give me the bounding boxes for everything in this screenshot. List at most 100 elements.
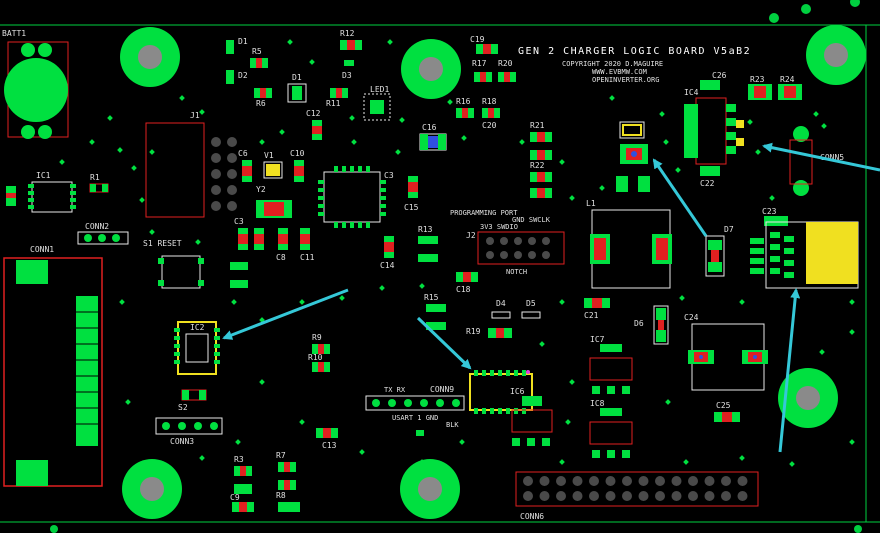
via: [131, 165, 137, 171]
c20-label: C20: [482, 121, 497, 130]
ic1: IC1: [28, 171, 76, 213]
prog-port-label: PROGRAMMING PORT: [450, 209, 518, 217]
via: [395, 149, 401, 155]
via: [299, 419, 305, 425]
via: [89, 139, 95, 145]
via: [349, 115, 355, 121]
fiducials: [50, 0, 862, 533]
via: [683, 459, 689, 465]
r24-label: R24: [780, 75, 795, 84]
header-pin: [605, 476, 616, 486]
r5-label: R5: [252, 47, 262, 56]
ic7-label: IC7: [590, 335, 605, 344]
conn6-label: CONN6: [520, 512, 544, 521]
via: [665, 399, 671, 405]
conn1-label: CONN1: [30, 245, 54, 254]
c18-label: C18: [456, 285, 471, 294]
via: [351, 139, 357, 145]
r22-label: R22: [530, 161, 545, 170]
r11-label: R11: [326, 99, 341, 108]
via: [387, 39, 393, 45]
header-pin: [737, 476, 748, 486]
header-pin: [556, 476, 566, 486]
c21-label: C21: [584, 311, 599, 320]
board-outline: [0, 24, 880, 523]
d7-label: D7: [724, 225, 734, 234]
via: [59, 159, 65, 165]
via: [259, 379, 265, 385]
v1-label: V1: [264, 151, 274, 160]
header-pin: [523, 476, 533, 486]
annotation-arrows: [222, 142, 880, 453]
r16-label: R16: [456, 97, 471, 106]
header-pin: [605, 491, 616, 501]
uart-conn9: TX RX CONN9 USART 1 GND BLK: [365, 385, 465, 436]
y2-label: Y2: [256, 185, 266, 194]
board-url2: OPENINVERTER.ORG: [592, 76, 659, 84]
d4-label: D4: [496, 299, 506, 308]
conn6-header: CONN6: [515, 471, 759, 521]
d6: D6: [634, 305, 669, 345]
l1-inductor: L1: [586, 199, 672, 289]
arrow-to-upper-ic: [652, 158, 708, 237]
uart-blk: BLK: [446, 421, 459, 429]
via: [539, 341, 545, 347]
d1b-label: D1: [292, 73, 302, 82]
via: [559, 299, 565, 305]
mcu-ic: C3: [318, 166, 394, 228]
via: [199, 455, 205, 461]
header-pin: [655, 476, 665, 486]
ic6-support: [511, 396, 553, 446]
ic7: IC7: [589, 335, 633, 394]
d6-label: D6: [634, 319, 644, 328]
via: [309, 59, 315, 65]
ic8-label: IC8: [590, 399, 605, 408]
mounting-holes: [120, 25, 866, 519]
header-pin: [721, 491, 731, 501]
prog-pins-bottom: 3V3 SWDIO: [480, 223, 518, 231]
arrow-to-ic4: [762, 142, 880, 172]
c14-label: C14: [380, 261, 395, 270]
notch-label: NOTCH: [506, 268, 527, 276]
conn2-header: CONN2: [77, 222, 129, 245]
lower-left-passives: R3 C9 R7 R8: [230, 451, 300, 512]
r10-label: R10: [308, 353, 323, 362]
ic1-label: IC1: [36, 171, 51, 180]
c24-capacitor: C24: [684, 313, 768, 391]
ic4: IC4 C26 C22: [684, 71, 744, 188]
s1-reset-switch: S1 RESET: [143, 239, 204, 289]
programming-port-j2: PROGRAMMING PORT GND SWCLK 3V3 SWDIO J2 …: [450, 209, 565, 276]
led1-label: LED1: [370, 85, 389, 94]
via: [117, 147, 123, 153]
header-pin: [737, 491, 748, 501]
via: [739, 299, 745, 305]
c12-label: C12: [306, 109, 321, 118]
mounting-hole: [778, 368, 838, 428]
via: [179, 95, 185, 101]
header-pin: [655, 491, 665, 501]
crystal-area: V1 Y2 C6 C10: [238, 149, 305, 218]
c11-label: C11: [300, 253, 315, 262]
r21-label: R21: [530, 121, 545, 130]
via: [747, 119, 753, 125]
mounting-hole: [120, 27, 180, 87]
via: [459, 439, 465, 445]
j1-label: J1: [190, 111, 200, 120]
via: [299, 299, 305, 305]
header-pin: [523, 491, 533, 501]
via: [379, 285, 385, 291]
board-title-block: GEN 2 CHARGER LOGIC BOARD V5aB2 COPYRIGH…: [518, 46, 750, 84]
c8-label: C8: [276, 253, 286, 262]
via: [755, 149, 761, 155]
conn9-label: CONN9: [430, 385, 454, 394]
via: [819, 349, 825, 355]
via: [195, 239, 201, 245]
arrow-to-connector: [778, 288, 801, 453]
r9-label: R9: [312, 333, 322, 342]
board-url1: WWW.EVBMW.COM: [592, 68, 647, 76]
conn1-connector: CONN1: [3, 245, 103, 487]
header-pin: [589, 476, 599, 486]
header-pin: [671, 491, 682, 501]
via: [139, 197, 145, 203]
c25: C25: [714, 401, 740, 422]
